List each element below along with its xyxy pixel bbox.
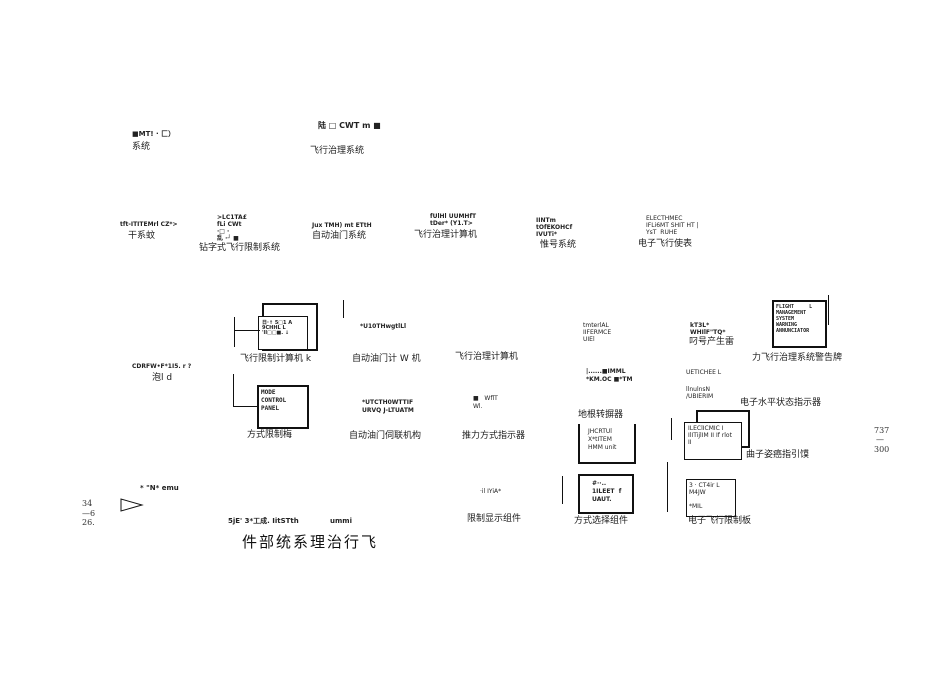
subsystem-1-code: tft-ITITEMrl CZ*> (120, 221, 178, 228)
subsystem-3-label: 自动油门系统 (312, 231, 367, 241)
subsystem-4-code: fUlHl UUMHfT tDer* (Y1.T> (430, 213, 477, 227)
bottom-left-code: * "N* emu (140, 484, 179, 492)
aural-label: 叼号产生雷 (689, 337, 735, 347)
servo-code: *UTCTH0WTTIF URVQ J-LTUATM (362, 399, 414, 414)
left-margin-bot: 26. (82, 518, 95, 527)
ehsi-label: 电子水平状态指示器 (740, 398, 822, 408)
cdu-code: CDRFW•F*1I5. r ? (132, 363, 192, 370)
fmc-label: 飞行限制计算机 k (240, 354, 312, 364)
subsystem-5-code: IINTm tOfEKOHCf IVUTi* (536, 217, 573, 238)
subsystem-6-label: 电子飞行使表 (638, 239, 693, 249)
mode-control-panel: MODE CONTROL PANEL (257, 385, 309, 429)
subsystem-3-code: Jux TMH) mt ETtH (312, 222, 372, 229)
arrow-shape (120, 498, 144, 512)
fms-warning-label: 力飞行治理系统警告牌 (752, 353, 843, 363)
top-left-code: ■MT! · 匚） (132, 130, 176, 138)
subsystem-1-label: 干系蚊 (128, 231, 156, 241)
subsystem-4-label: 飞行治理计算机 (414, 230, 478, 240)
right-margin-mid: — (876, 435, 884, 444)
at-computer-label: 自动油门计 W 机 (352, 354, 421, 364)
ground-box-text: JHCRTUl X*tITEM HMM unit (588, 428, 617, 451)
sym-bracket (667, 462, 668, 512)
aural-code: kT3L* WHIlF"TQ* (690, 322, 726, 336)
right-margin-top: 737 (874, 426, 890, 435)
sym-box (686, 479, 736, 517)
annunciator-side-line (828, 295, 829, 325)
mode-sel-box (578, 474, 634, 514)
subsystem-5-label: 惟号系统 (540, 240, 577, 250)
left-margin-top: 34 (82, 499, 93, 508)
right-margin-bot: 300 (874, 445, 890, 454)
subsystem-2-label: 钻字式飞行限制系统 (199, 243, 281, 253)
limit-label: 限制显示组件 (467, 514, 522, 524)
left-margin-mid: —6 (82, 509, 96, 518)
top-center-label: 飞行治理系统 (310, 146, 365, 156)
fms-warning-panel: FLIGHT L MANAGEMENT SYSTEM WARNING ANNUN… (772, 300, 827, 348)
sym-box-text: 3 · CT4ir L M4JW *MIL (689, 482, 720, 510)
servo-label: 自动油门伺联机构 (349, 431, 422, 441)
mcp-bracket (233, 374, 234, 406)
at-bracket (343, 300, 344, 318)
mode-label: 方式限制梅 (247, 430, 293, 440)
bottom-code-a: 5jE' 3*工成. IitSTth (228, 517, 299, 525)
subsystem-2-code: >LC1TA£ fLi CWt ·□ · 乱 ·┘ ■ (217, 214, 247, 242)
thrust-code: ■ WflT Wl. (473, 395, 498, 410)
top-left-label: 系统 (132, 142, 151, 152)
ground-box (578, 424, 636, 464)
bottom-title: 件部统系理治行飞 (242, 533, 379, 551)
sym-label: 电子飞行限制板 (688, 516, 752, 526)
eadi-box (684, 422, 742, 460)
eadi-label: 曲子姿癌指引馍 (746, 450, 810, 460)
mode-sel-text: #··.. 1ILEET f UAUT. (592, 480, 622, 503)
eadi-box-text: ILEClICMIC I IlITijlIM II If rlot II (688, 425, 732, 446)
fmc-box-front (258, 316, 308, 350)
interface-code: tmterlAL IIFERMCE UIEl (583, 322, 612, 343)
eadi-bracket (671, 418, 672, 440)
fmc-connector (234, 330, 260, 331)
fmc2-label: 飞行治理计算机 (455, 352, 519, 362)
cdu-label: 泡l d (152, 373, 173, 383)
mcp-connector (233, 406, 257, 407)
mode-sel-label: 方式选择组件 (574, 516, 629, 526)
bottom-code-b: ummi (330, 517, 352, 525)
ehsi-code: UETICHEE L (686, 369, 722, 376)
fmc-connector-v (234, 317, 235, 347)
mode-sel-bracket (562, 476, 563, 504)
subsystem-6-code: ELECTHMEC IFLi6MT SHIT HT | YsT RUHE (646, 215, 699, 236)
thrust-label: 推力方式指示器 (462, 431, 526, 441)
at-computer-code: *U10THwgtlLl (360, 323, 407, 330)
ground-label: 地根转摒器 (578, 410, 624, 420)
ehsi-code-2: llnulnsN /UBIERIM (686, 386, 714, 400)
limit-code: ·il IYiA* (480, 488, 502, 495)
interface-code-2: |......■IMML *KM.OC ■*TM (586, 368, 633, 383)
top-center-code: 陆 □ CWT m ■ (318, 121, 381, 130)
